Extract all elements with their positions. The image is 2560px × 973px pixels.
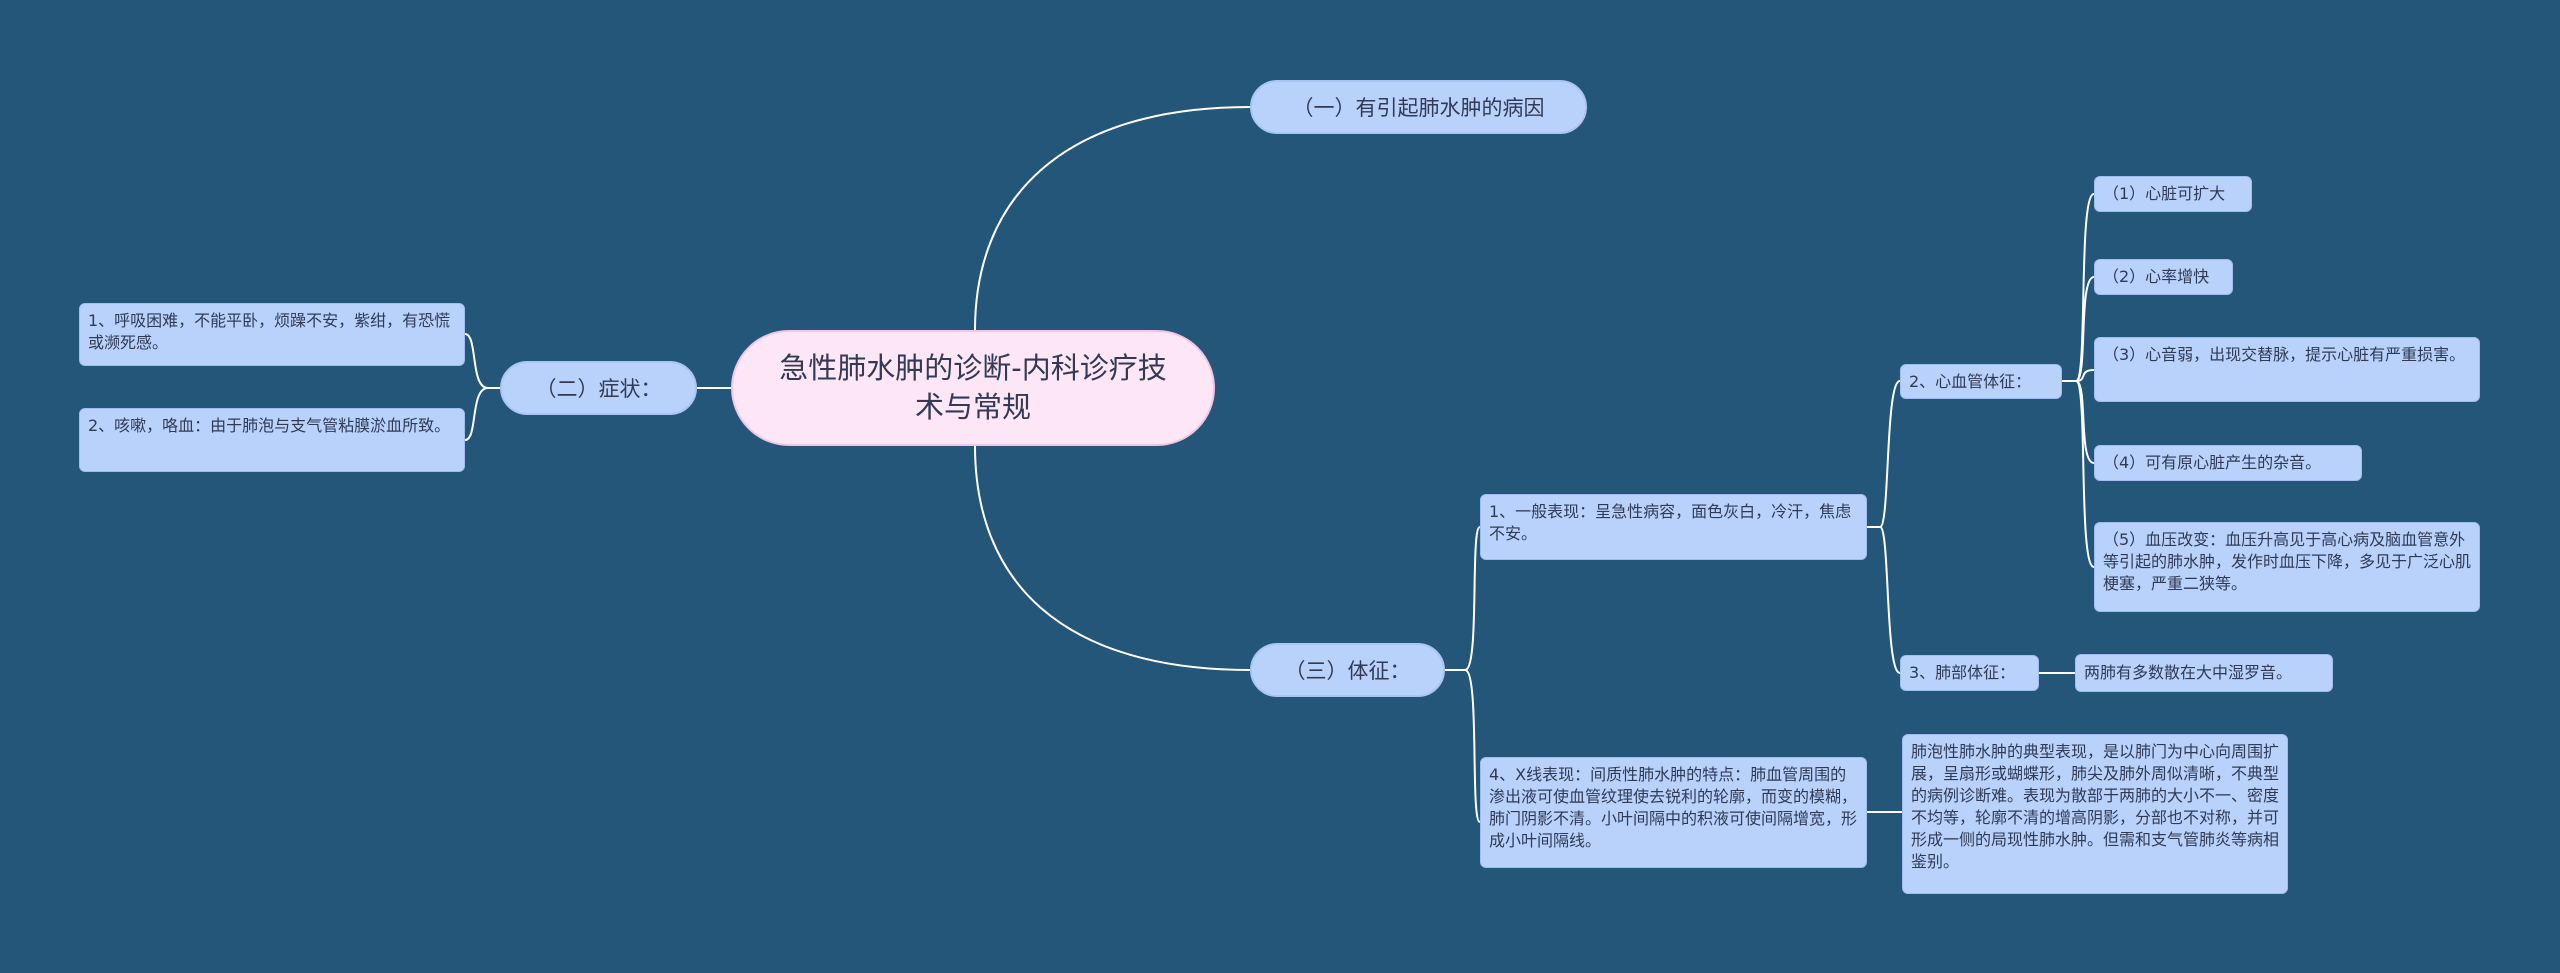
- cardio-item-5[interactable]: （5）血压改变：血压升高见于高心病及脑血管意外等引起的肺水肿，发作时血压下降，多…: [2094, 522, 2480, 612]
- connector-branch3-children: [1445, 526, 1481, 823]
- lung-detail-text: 两肺有多数散在大中湿罗音。: [2084, 663, 2293, 682]
- sign-lung[interactable]: 3、肺部体征：: [1900, 655, 2039, 691]
- cardio-item-4-text: （4）可有原心脏产生的杂音。: [2103, 453, 2322, 472]
- connector-cardio-items: [2062, 193, 2095, 568]
- lung-detail[interactable]: 两肺有多数散在大中湿罗音。: [2075, 654, 2333, 692]
- symptom-item-2-text: 2、咳嗽，咯血：由于肺泡与支气管粘膜淤血所致。: [88, 416, 451, 435]
- sign-xray-text: 4、X线表现：间质性肺水肿的特点：肺血管周围的渗出液可使血管纹理使去锐利的轮廓，…: [1489, 765, 1858, 850]
- symptom-item-1-text: 1、呼吸困难，不能平卧，烦躁不安，紫绀，有恐慌或濒死感。: [88, 311, 451, 352]
- branch-signs-label: （三）体征：: [1284, 659, 1411, 683]
- connector-root-branch1: [974, 106, 1251, 331]
- xray-detail-text: 肺泡性肺水肿的典型表现，是以肺门为中心向周围扩展，呈扇形或蝴蝶形，肺尖及肺外周似…: [1911, 742, 2280, 871]
- cardio-item-3-text: （3）心音弱，出现交替脉，提示心脏有严重损害。: [2103, 345, 2466, 364]
- branch-causes[interactable]: （一）有引起肺水肿的病因: [1250, 80, 1587, 134]
- sign-cardiovascular-label: 2、心血管体征：: [1909, 371, 2032, 391]
- cardio-item-5-text: （5）血压改变：血压升高见于高心病及脑血管意外等引起的肺水肿，发作时血压下降，多…: [2103, 530, 2472, 593]
- sign-xray[interactable]: 4、X线表现：间质性肺水肿的特点：肺血管周围的渗出液可使血管纹理使去锐利的轮廓，…: [1480, 757, 1867, 868]
- cardio-item-2[interactable]: （2）心率增快: [2094, 259, 2233, 295]
- sign-general[interactable]: 1、一般表现：呈急性病容，面色灰白，冷汗，焦虑不安。: [1480, 494, 1867, 560]
- sign-general-text: 1、一般表现：呈急性病容，面色灰白，冷汗，焦虑不安。: [1489, 502, 1852, 543]
- cardio-item-1[interactable]: （1）心脏可扩大: [2094, 176, 2252, 212]
- cardio-item-3[interactable]: （3）心音弱，出现交替脉，提示心脏有严重损害。: [2094, 337, 2480, 402]
- cardio-item-2-text: （2）心率增快: [2103, 267, 2210, 286]
- branch-causes-label: （一）有引起肺水肿的病因: [1292, 96, 1545, 120]
- symptom-item-1[interactable]: 1、呼吸困难，不能平卧，烦躁不安，紫绀，有恐慌或濒死感。: [79, 303, 465, 366]
- xray-detail[interactable]: 肺泡性肺水肿的典型表现，是以肺门为中心向周围扩展，呈扇形或蝴蝶形，肺尖及肺外周似…: [1902, 734, 2288, 894]
- connector-root-branch3: [974, 445, 1251, 671]
- connector-general-sub: [1867, 380, 1901, 674]
- cardio-item-1-text: （1）心脏可扩大: [2103, 184, 2226, 203]
- branch-symptoms-label: （二）症状：: [535, 377, 662, 401]
- sign-lung-label: 3、肺部体征：: [1909, 663, 2016, 682]
- root-title: 急性肺水肿的诊断-内科诊疗技术与常规: [779, 351, 1167, 424]
- cardio-item-4[interactable]: （4）可有原心脏产生的杂音。: [2094, 445, 2362, 481]
- branch-signs[interactable]: （三）体征：: [1250, 643, 1445, 697]
- branch-symptoms[interactable]: （二）症状：: [500, 361, 697, 415]
- connector-branch2-items: [464, 333, 500, 441]
- root-topic[interactable]: 急性肺水肿的诊断-内科诊疗技术与常规: [731, 330, 1215, 446]
- sign-cardiovascular[interactable]: 2、心血管体征：: [1900, 364, 2062, 399]
- symptom-item-2[interactable]: 2、咳嗽，咯血：由于肺泡与支气管粘膜淤血所致。: [79, 408, 465, 472]
